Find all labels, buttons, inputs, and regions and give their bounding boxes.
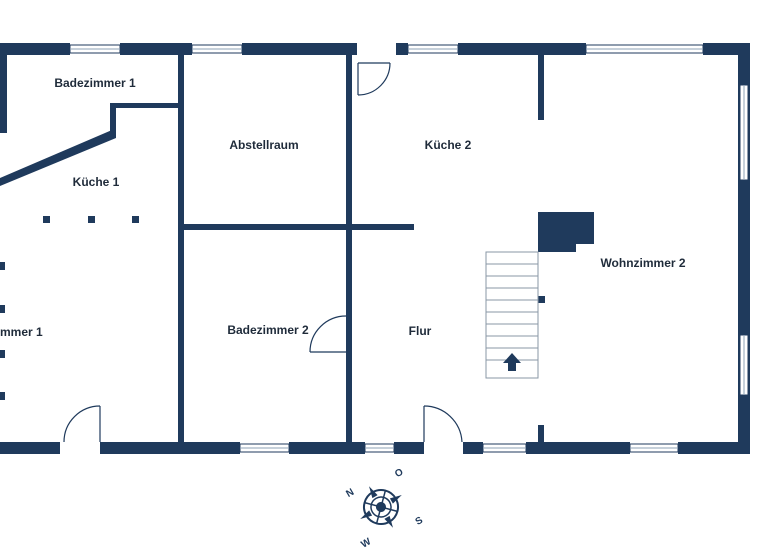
- doors: [63, 62, 463, 443]
- room-label-wohnzimmer-1: mmer 1: [0, 325, 43, 339]
- compass-south: S: [414, 515, 426, 528]
- interior-walls: [0, 55, 594, 445]
- room-label-flur: Flur: [409, 324, 432, 338]
- room-label-badezimmer-1: Badezimmer 1: [54, 76, 136, 90]
- room-label-badezimmer-2: Badezimmer 2: [227, 323, 309, 337]
- room-label-wohnzimmer-2: Wohnzimmer 2: [600, 256, 685, 270]
- compass-east: O: [393, 467, 405, 481]
- compass-rose-icon: [360, 486, 402, 528]
- compass-north: N: [344, 487, 356, 500]
- room-label-kueche-1: Küche 1: [73, 175, 120, 189]
- room-label-kueche-2: Küche 2: [425, 138, 472, 152]
- windows: [69, 44, 749, 453]
- room-label-abstellraum: Abstellraum: [229, 138, 298, 152]
- stair-direction-arrow-icon: [503, 353, 521, 371]
- compass-west: W: [359, 536, 373, 551]
- staircase: [485, 251, 539, 379]
- room-labels: Badezimmer 1 Abstellraum Küche 2 Küche 1…: [0, 76, 686, 339]
